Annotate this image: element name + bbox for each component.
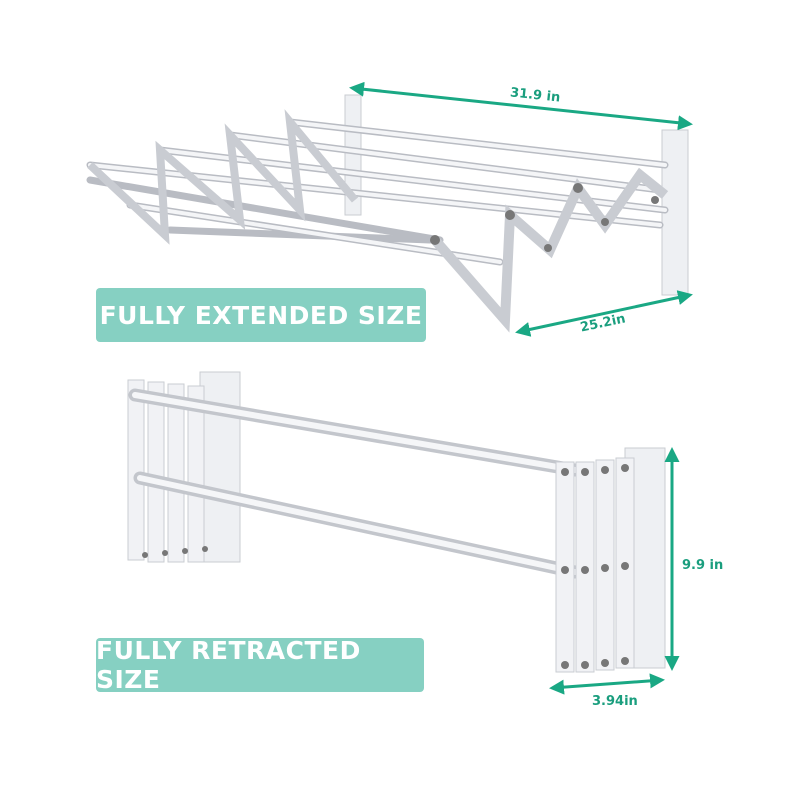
- extended-rack: [86, 94, 689, 333]
- retracted-rack: [127, 371, 666, 673]
- retracted-depth-label: 3.94in: [592, 694, 638, 709]
- retracted-size-label: FULLY RETRACTED SIZE: [96, 636, 424, 694]
- dimension-arrows: [349, 81, 693, 695]
- height-label: 9.9 in: [682, 558, 724, 573]
- extended-size-label: FULLY EXTENDED SIZE: [96, 288, 426, 342]
